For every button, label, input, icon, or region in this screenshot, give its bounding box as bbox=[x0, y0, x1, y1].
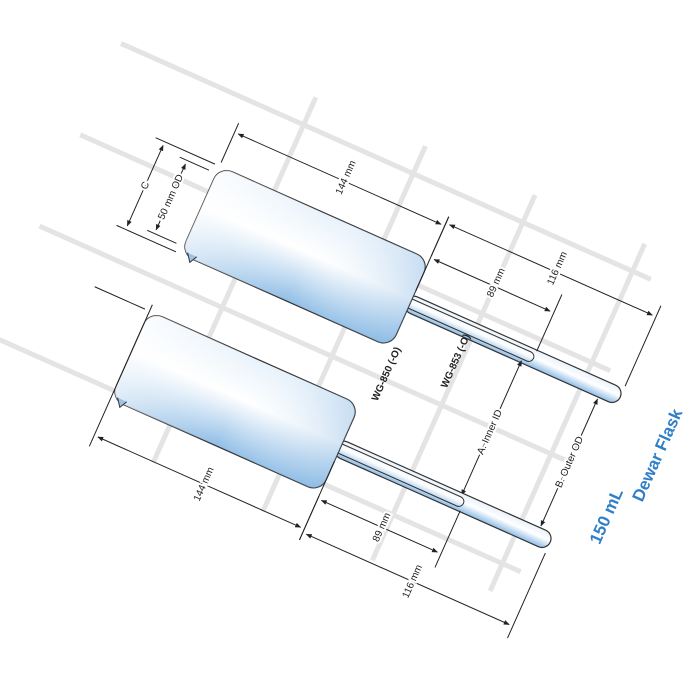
dim-od-label: 50 mm OD bbox=[156, 173, 186, 222]
bottom-inner-length-label: 89 mm bbox=[371, 511, 393, 543]
bottom-tube-length-label: 116 mm bbox=[401, 563, 425, 600]
title-volume: 150 mL bbox=[586, 486, 627, 547]
top-inner-length-label: 89 mm bbox=[485, 267, 507, 299]
bottom-body-length-label: 144 mm bbox=[192, 466, 217, 503]
bottom-flask: 144 mm 89 mm 116 mm bbox=[88, 286, 552, 639]
dim-c-label: C bbox=[139, 180, 152, 191]
top-tube-length-label: 116 mm bbox=[545, 250, 569, 287]
flask-tube bbox=[334, 440, 552, 549]
flask-tube bbox=[404, 295, 622, 404]
diagram-title: 150 mL Dewar Flask bbox=[586, 406, 687, 547]
body-nub bbox=[117, 397, 128, 409]
body-nub bbox=[187, 252, 198, 264]
top-model-label: WG-853 (-O) bbox=[439, 333, 473, 390]
title-name: Dewar Flask bbox=[629, 406, 687, 505]
